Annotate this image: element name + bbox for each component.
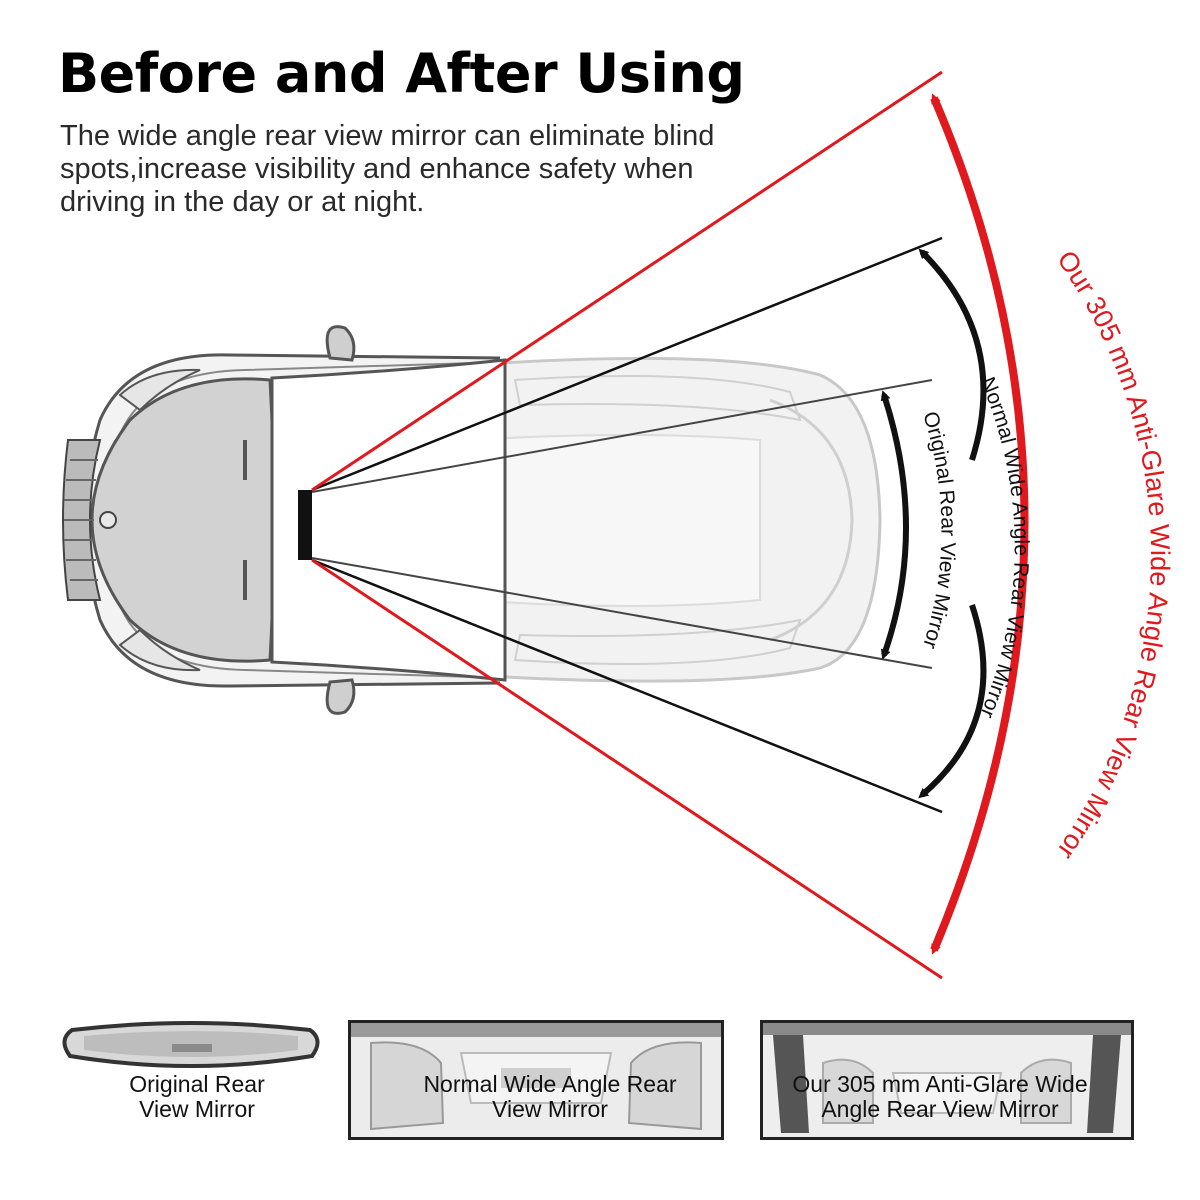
caption-original: Original Rear View Mirror bbox=[129, 1071, 265, 1122]
rear-view-mirror-marker bbox=[298, 490, 312, 560]
normal-view-lines bbox=[311, 236, 987, 814]
thumbnail-original-mirror bbox=[62, 1020, 320, 1140]
page-title: Before and After Using bbox=[58, 42, 745, 105]
view-angle-diagram: Our 305 mm Anti-Glare Wide Angle Rear Vi… bbox=[62, 70, 1175, 980]
caption-ours: Our 305 mm Anti-Glare Wide Angle Rear Vi… bbox=[792, 1071, 1088, 1122]
label-ours: Our 305 mm Anti-Glare Wide Angle Rear Vi… bbox=[1051, 245, 1175, 865]
ours-view-lines bbox=[311, 70, 1029, 980]
original-view-lines bbox=[311, 379, 933, 669]
description-text: The wide angle rear view mirror can elim… bbox=[60, 120, 715, 218]
label-original: Original Rear View Mirror bbox=[918, 409, 959, 651]
thumbnail-ours-mirror bbox=[760, 1020, 1134, 1140]
caption-normal: Normal Wide Angle Rear View Mirror bbox=[423, 1071, 677, 1122]
car-illustration bbox=[62, 325, 882, 715]
thumbnail-normal-mirror bbox=[348, 1020, 724, 1140]
